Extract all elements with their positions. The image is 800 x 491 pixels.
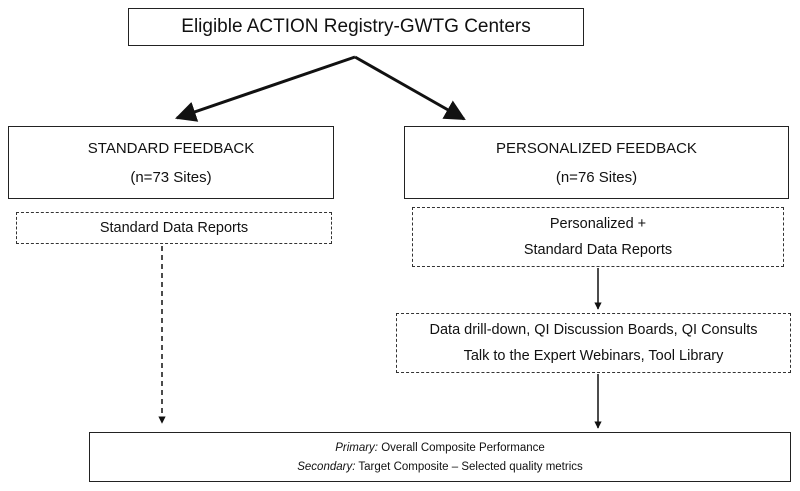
qi-tools-line1: Data drill-down, QI Discussion Boards, Q… bbox=[429, 322, 758, 338]
primary-text: Overall Composite Performance bbox=[378, 441, 545, 454]
personalized-feedback-title: PERSONALIZED FEEDBACK bbox=[496, 139, 697, 157]
qi-tools-box: Data drill-down, QI Discussion Boards, Q… bbox=[396, 313, 791, 373]
arrow-to-personalized bbox=[354, 55, 466, 121]
primary-outcome: Primary: Overall Composite Performance bbox=[335, 442, 545, 454]
personalized-reports-box: Personalized + Standard Data Reports bbox=[412, 207, 784, 267]
standard-feedback-title: STANDARD FEEDBACK bbox=[87, 139, 255, 157]
arrow-to-standard bbox=[175, 55, 356, 122]
eligible-centers-title: Eligible ACTION Registry-GWTG Centers bbox=[181, 16, 531, 37]
standard-feedback-box: STANDARD FEEDBACK (n=73 Sites) bbox=[8, 126, 334, 199]
outcomes-box: Primary: Overall Composite Performance S… bbox=[89, 432, 791, 482]
secondary-outcome: Secondary: Target Composite – Selected q… bbox=[297, 461, 583, 473]
standard-reports-box: Standard Data Reports bbox=[16, 212, 332, 244]
qi-tools-line2: Talk to the Expert Webinars, Tool Librar… bbox=[463, 348, 724, 364]
secondary-text: Target Composite – Selected quality metr… bbox=[355, 460, 583, 473]
personalized-reports-line1: Personalized + bbox=[549, 216, 647, 232]
eligible-centers-box: Eligible ACTION Registry-GWTG Centers bbox=[128, 8, 584, 46]
standard-reports-label: Standard Data Reports bbox=[99, 220, 249, 236]
primary-label: Primary: bbox=[335, 441, 378, 454]
standard-feedback-count: (n=73 Sites) bbox=[130, 168, 212, 186]
personalized-feedback-box: PERSONALIZED FEEDBACK (n=76 Sites) bbox=[404, 126, 789, 199]
secondary-label: Secondary: bbox=[297, 460, 356, 473]
personalized-reports-line2: Standard Data Reports bbox=[523, 242, 673, 258]
personalized-feedback-count: (n=76 Sites) bbox=[555, 168, 638, 186]
